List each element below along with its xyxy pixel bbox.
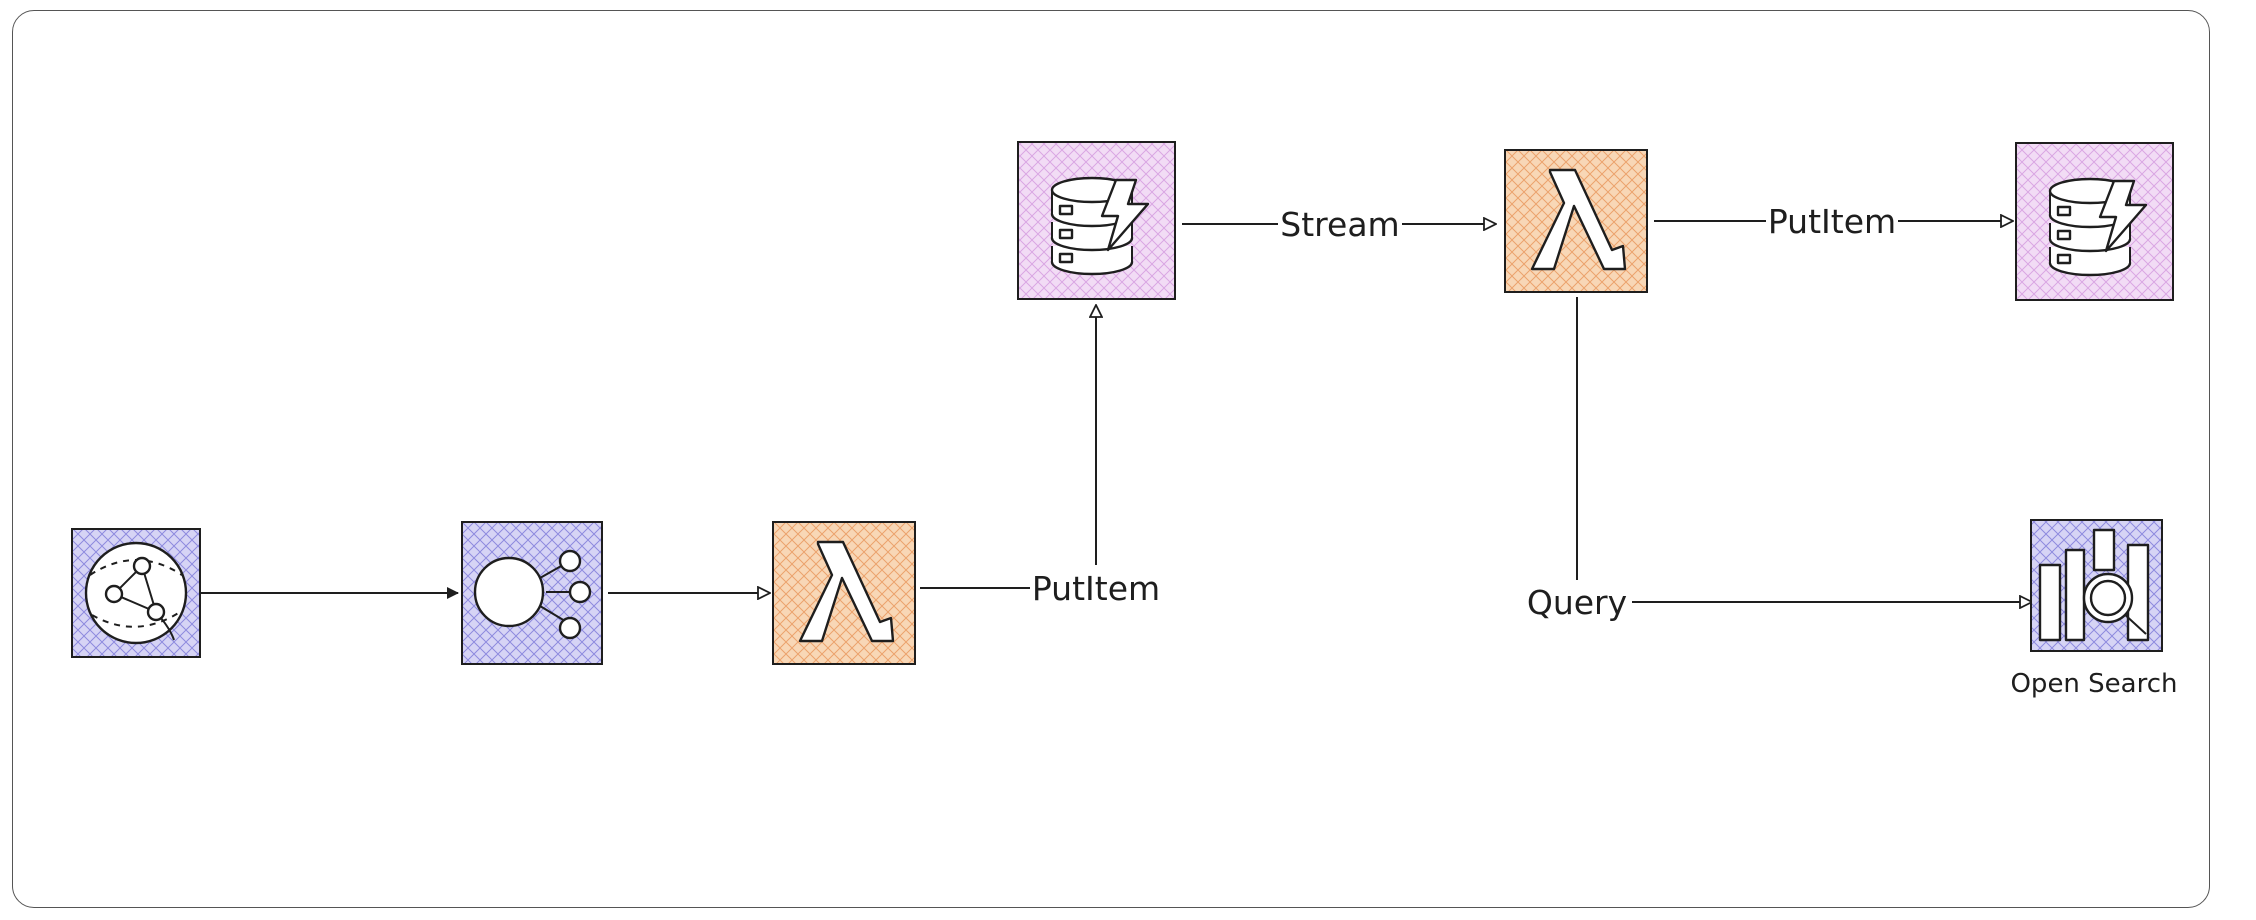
edge-lambda-to-dynamodb[interactable] <box>920 305 1096 589</box>
dynamodb-icon <box>1050 176 1150 276</box>
api-gateway-node[interactable] <box>461 521 603 665</box>
dynamodb-icon <box>2048 177 2148 277</box>
lambda-stream-node[interactable] <box>1504 149 1648 293</box>
edge-label-putitem-main: PutItem <box>1030 565 1162 611</box>
lambda-icon <box>798 540 895 643</box>
dynamodb-main-node[interactable] <box>1017 141 1176 300</box>
lambda-icon <box>1530 168 1627 271</box>
api-gateway-icon <box>473 549 592 640</box>
cloudfront-node[interactable] <box>71 528 201 658</box>
edge-label-stream: Stream <box>1278 202 1402 248</box>
svg-text:PutItem: PutItem <box>1032 569 1160 608</box>
opensearch-node[interactable]: Open Search <box>2010 519 2178 699</box>
opensearch-label: Open Search <box>2010 669 2177 699</box>
svg-text:PutItem: PutItem <box>1768 202 1896 241</box>
edge-label-query: Query <box>1522 580 1632 626</box>
svg-text:Query: Query <box>1527 583 1627 622</box>
opensearch-icon <box>2038 528 2150 642</box>
cloudfront-icon <box>84 541 188 645</box>
svg-text:Stream: Stream <box>1280 205 1399 244</box>
edge-lambda-stream-to-opensearch[interactable] <box>1576 297 2032 602</box>
edge-label-putitem-target: PutItem <box>1766 199 1898 245</box>
dynamodb-target-node[interactable] <box>2015 142 2174 301</box>
lambda-ingest-node[interactable] <box>772 521 916 665</box>
